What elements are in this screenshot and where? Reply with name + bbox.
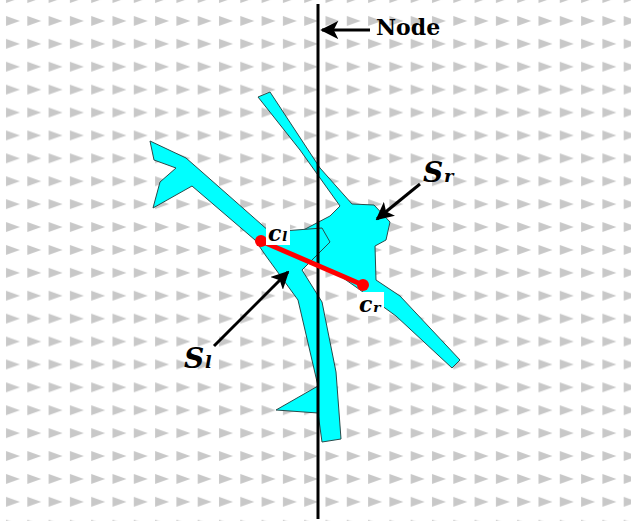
- centroid-label: cᵣ: [357, 292, 384, 316]
- node-label: Node: [376, 15, 440, 39]
- leader-arrow: [214, 272, 288, 346]
- leader-arrow: [377, 184, 420, 219]
- centroid-dot: [357, 279, 369, 291]
- centroid-label: cₗ: [266, 221, 290, 245]
- node-plane: [317, 4, 320, 519]
- right-shape: [258, 92, 460, 368]
- shape-label: Sᵣ: [423, 158, 455, 189]
- shape-label: Sₗ: [184, 344, 212, 375]
- centroid-link: [261, 241, 363, 285]
- left-shape: [150, 141, 341, 442]
- leader-arrow: [322, 29, 370, 32]
